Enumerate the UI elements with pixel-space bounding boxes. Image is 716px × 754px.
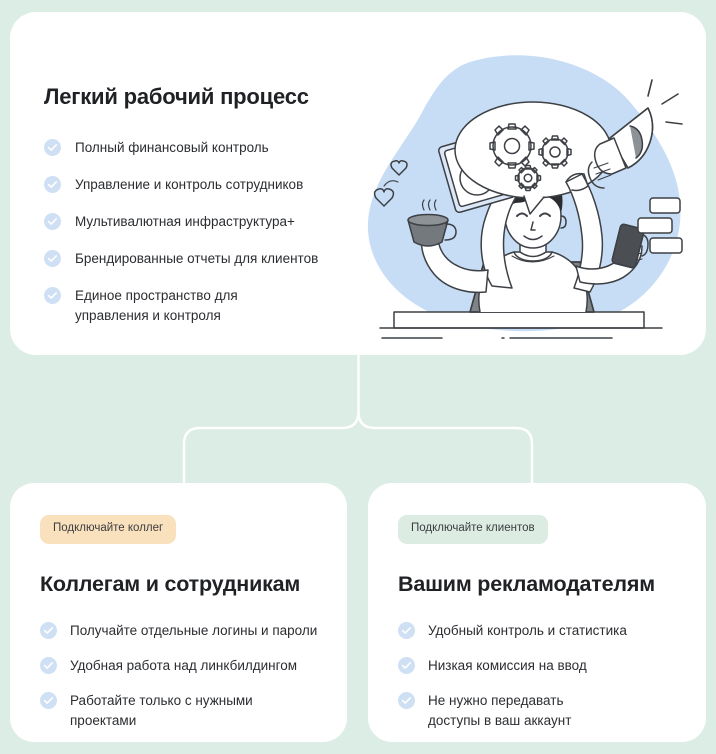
top-card-text-block: Легкий рабочий процесс Полный финансовый… <box>44 84 374 326</box>
bottom-left-card: Подключайте коллег Коллегам и сотрудника… <box>10 483 347 742</box>
check-circle-icon <box>44 176 61 193</box>
feature-label: Полный финансовый контроль <box>75 140 269 155</box>
feature-label: Мультивалютная инфраструктура+ <box>75 214 295 229</box>
check-circle-icon <box>44 250 61 267</box>
megaphone-icon <box>587 79 683 189</box>
desk <box>379 311 663 339</box>
page-title: Легкий рабочий процесс <box>44 84 309 109</box>
list-item: Управление и контроль сотрудников <box>44 175 374 195</box>
bottom-left-content: Подключайте коллег Коллегам и сотрудника… <box>40 515 329 746</box>
list-item: Брендированные отчеты для клиентов <box>44 249 374 269</box>
feature-label: Единое пространство для управления и кон… <box>75 288 238 323</box>
list-item: Низкая комиссия на ввод <box>398 656 688 676</box>
connector-tree <box>182 340 534 492</box>
check-circle-icon <box>398 656 415 674</box>
list-item: Получайте отдельные логины и пароли <box>40 621 329 641</box>
bottom-right-title: Вашим рекламодателям <box>398 571 655 596</box>
list-item: Мультивалютная инфраструктура+ <box>44 212 374 232</box>
list-item: Единое пространство для управления и кон… <box>44 286 374 326</box>
arm-megaphone <box>565 172 604 293</box>
feature-label: Удобная работа над линкбилдингом <box>70 657 298 673</box>
check-circle-icon <box>44 287 61 304</box>
top-card-feature-list: Полный финансовый контроль Управление и … <box>44 138 374 326</box>
check-circle-icon <box>398 691 415 709</box>
bottom-right-feature-list: Удобный контроль и статистика Низкая ком… <box>398 621 688 731</box>
list-item: Удобная работа над линкбилдингом <box>40 656 329 676</box>
status-badge-colleagues: Подключайте коллег <box>40 515 177 544</box>
bottom-right-card: Подключайте клиентов Вашим рекламодателя… <box>368 483 706 742</box>
chat-bubbles-icon <box>637 197 683 254</box>
feature-label: Работайте только с нужными проектами <box>70 692 253 728</box>
gears-thought-bubble <box>454 101 612 215</box>
list-item: Работайте только с нужными проектами <box>40 691 329 731</box>
check-circle-icon <box>44 213 61 230</box>
check-circle-icon <box>40 621 57 639</box>
feature-label: Не нужно передавать доступы в ваш аккаун… <box>428 692 572 728</box>
list-item: Полный финансовый контроль <box>44 138 374 158</box>
smartphone-icon <box>611 223 645 269</box>
bottom-right-content: Подключайте клиентов Вашим рекламодателя… <box>398 515 688 746</box>
bottom-left-title: Коллегам и сотрудникам <box>40 571 301 596</box>
check-circle-icon <box>398 621 415 639</box>
status-badge-clients: Подключайте клиентов <box>398 515 548 544</box>
feature-label: Брендированные отчеты для клиентов <box>75 251 319 266</box>
check-circle-icon <box>40 656 57 674</box>
feature-label: Получайте отдельные логины и пароли <box>70 622 318 638</box>
list-item: Удобный контроль и статистика <box>398 621 688 641</box>
check-circle-icon <box>40 691 57 709</box>
feature-label: Удобный контроль и статистика <box>428 622 627 638</box>
list-item: Не нужно передавать доступы в ваш аккаун… <box>398 691 688 731</box>
bottom-left-feature-list: Получайте отдельные логины и пароли Удоб… <box>40 621 329 731</box>
top-card: Легкий рабочий процесс Полный финансовый… <box>10 12 706 355</box>
heart-icons <box>373 160 408 207</box>
coffee-cup-icon <box>407 199 457 247</box>
feature-label: Управление и контроль сотрудников <box>75 177 304 192</box>
multitasking-person-illustration <box>367 55 683 339</box>
check-circle-icon <box>44 139 61 156</box>
feature-label: Низкая комиссия на ввод <box>428 657 587 673</box>
